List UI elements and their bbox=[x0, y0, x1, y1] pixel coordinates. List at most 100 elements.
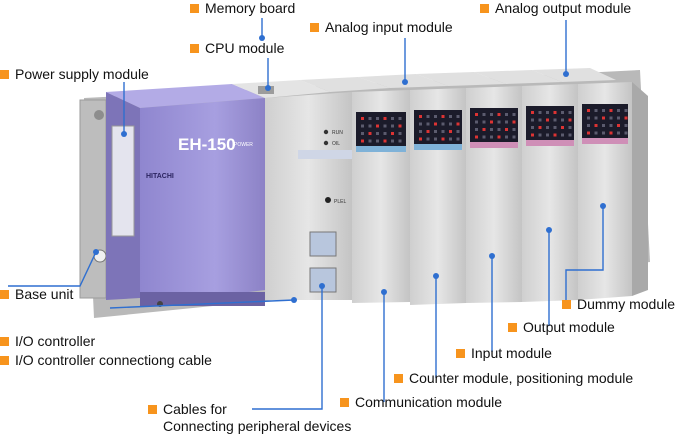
status-led bbox=[376, 132, 379, 135]
status-led bbox=[568, 111, 572, 114]
status-led bbox=[553, 133, 557, 137]
label-cpu-module: CPU module bbox=[190, 40, 284, 57]
status-led bbox=[617, 116, 620, 120]
status-led bbox=[497, 113, 501, 116]
status-led bbox=[475, 120, 478, 124]
label-dummy: Dummy module bbox=[562, 296, 675, 313]
status-led bbox=[456, 130, 460, 133]
led-grid bbox=[361, 109, 628, 143]
status-led bbox=[594, 109, 598, 112]
status-led bbox=[490, 135, 493, 139]
leader-dot bbox=[433, 273, 439, 279]
label-memory-board: Memory board bbox=[190, 0, 295, 17]
leader-dot bbox=[600, 203, 606, 209]
status-led bbox=[456, 122, 460, 126]
status-led bbox=[383, 124, 387, 128]
label-marker bbox=[480, 4, 489, 13]
status-led bbox=[546, 133, 549, 137]
leader-dot bbox=[489, 253, 495, 259]
label-analog-input: Analog input module bbox=[310, 19, 453, 36]
status-led bbox=[376, 124, 379, 128]
label-marker bbox=[394, 374, 403, 383]
cpu-name-strip bbox=[298, 150, 352, 159]
status-led bbox=[391, 117, 394, 120]
status-led bbox=[512, 135, 516, 139]
status-led bbox=[475, 128, 478, 131]
status-led bbox=[505, 120, 508, 124]
status-led bbox=[482, 113, 486, 116]
power-supply-brand: HITACHI bbox=[146, 173, 174, 180]
status-led bbox=[594, 131, 598, 135]
label-marker bbox=[148, 405, 157, 414]
status-led bbox=[441, 122, 445, 126]
status-led bbox=[441, 137, 445, 141]
status-led bbox=[587, 131, 590, 135]
leader-lines bbox=[8, 18, 606, 410]
cpu-front bbox=[265, 92, 352, 300]
status-led bbox=[602, 131, 605, 135]
status-led bbox=[512, 128, 516, 131]
status-led bbox=[546, 111, 549, 114]
status-led bbox=[561, 111, 564, 114]
status-led bbox=[449, 137, 452, 141]
label-marker bbox=[310, 23, 319, 32]
status-led bbox=[398, 124, 402, 128]
status-led bbox=[449, 115, 452, 118]
status-led bbox=[602, 116, 605, 120]
leader-base-unit bbox=[8, 251, 97, 287]
label-output: Output module bbox=[508, 319, 615, 336]
status-led bbox=[538, 118, 542, 122]
status-led bbox=[475, 135, 478, 139]
label-marker bbox=[562, 300, 571, 309]
status-led bbox=[609, 124, 613, 127]
status-led bbox=[434, 130, 437, 133]
leader-dot bbox=[259, 35, 265, 41]
module-side-right bbox=[632, 82, 648, 296]
status-led bbox=[561, 118, 564, 122]
status-led bbox=[419, 122, 422, 126]
status-led bbox=[383, 139, 387, 143]
leader-dot bbox=[563, 71, 569, 77]
label-marker bbox=[190, 44, 199, 53]
status-led bbox=[609, 109, 613, 112]
status-led bbox=[587, 124, 590, 127]
status-led bbox=[546, 126, 549, 129]
status-led bbox=[434, 122, 437, 126]
label-marker bbox=[340, 398, 349, 407]
leader-dot bbox=[93, 249, 99, 255]
status-led bbox=[456, 115, 460, 118]
status-led bbox=[383, 132, 387, 135]
status-led bbox=[538, 133, 542, 137]
status-led bbox=[538, 126, 542, 129]
power-supply-top bbox=[106, 84, 265, 108]
label-marker bbox=[0, 337, 9, 346]
status-led bbox=[426, 130, 430, 133]
status-led bbox=[609, 116, 613, 120]
status-led bbox=[361, 117, 364, 120]
status-led bbox=[505, 135, 508, 139]
status-led bbox=[609, 131, 613, 135]
status-led bbox=[361, 124, 364, 128]
label-input: Input module bbox=[456, 345, 552, 362]
status-led bbox=[505, 128, 508, 131]
leader-dot bbox=[402, 79, 408, 85]
cpu-pcel-led-label: PLEL bbox=[334, 199, 346, 205]
label-marker bbox=[0, 290, 9, 299]
status-led bbox=[449, 130, 452, 133]
cpu-top bbox=[232, 80, 330, 98]
status-led bbox=[624, 116, 628, 120]
label-counter: Counter module, positioning module bbox=[394, 370, 633, 387]
status-led bbox=[624, 109, 628, 112]
label-marker bbox=[0, 356, 9, 365]
status-led bbox=[361, 132, 364, 135]
cpu-pcel-led bbox=[325, 197, 331, 203]
status-led bbox=[490, 128, 493, 131]
status-led bbox=[602, 124, 605, 127]
status-led bbox=[482, 128, 486, 131]
label-marker bbox=[0, 70, 9, 79]
status-led bbox=[391, 124, 394, 128]
leader-dot bbox=[319, 283, 325, 289]
status-led bbox=[426, 115, 430, 118]
status-led bbox=[561, 126, 564, 129]
